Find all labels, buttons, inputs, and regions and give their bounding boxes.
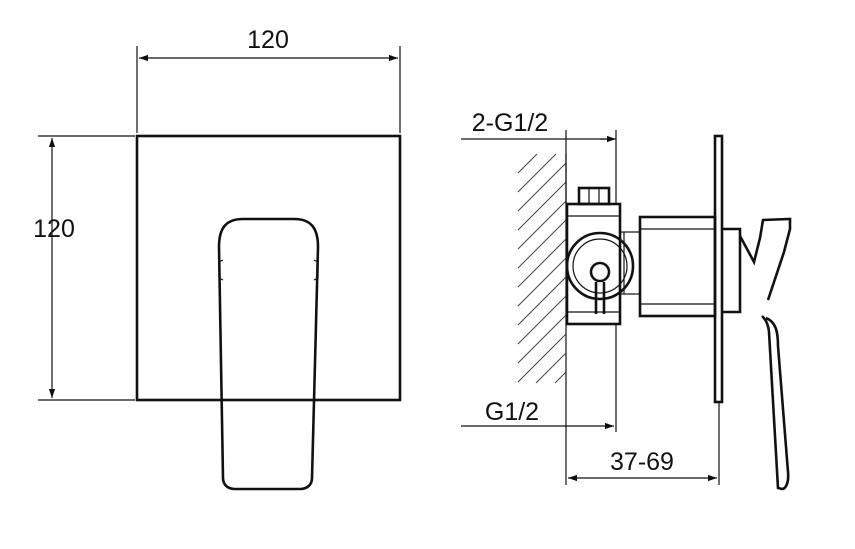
height-dimension: 120 [33,135,135,401]
handle-profile [722,217,792,491]
lever-handle [217,217,320,491]
side-view: 2-G1/2 [461,109,792,491]
wall-hatch [517,153,567,384]
depth-dimension: 37-69 [568,402,720,485]
inlet-dimension: 2-G1/2 [461,109,617,203]
width-label: 120 [247,26,289,54]
outlet-dimension: G1/2 [461,324,617,485]
width-dimension: 120 [136,26,401,133]
outlet-label: G1/2 [485,398,539,426]
valve-body [565,186,641,326]
depth-label: 37-69 [610,448,674,476]
cartridge-housing [638,215,717,318]
height-label: 120 [33,215,75,243]
cover-plate [135,134,402,402]
cover-plate-profile [713,134,724,404]
inlet-label: 2-G1/2 [472,109,548,137]
front-view: 120 120 [33,26,402,491]
